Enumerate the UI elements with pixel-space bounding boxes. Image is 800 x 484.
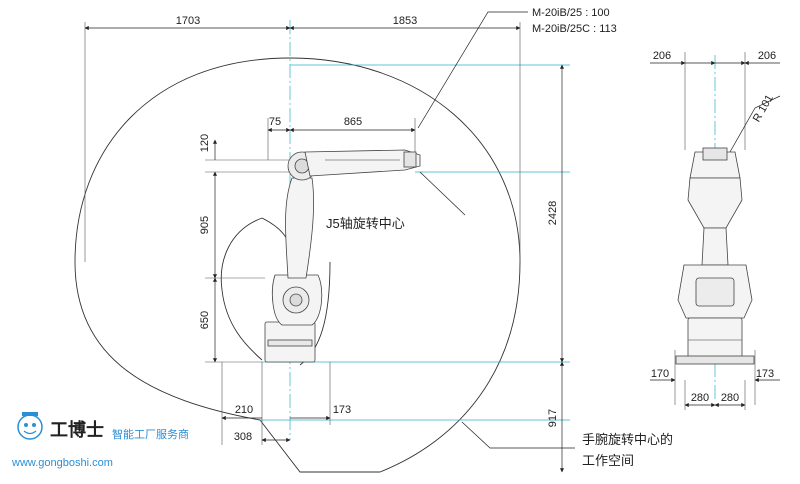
j5-center-label: J5轴旋转中心 (326, 216, 405, 231)
dim-side-right: 206 (758, 50, 776, 62)
dim-top-height: 120 (199, 134, 211, 152)
model-table: M-20iB/25 : 100 M-20iB/25C : 113 (532, 7, 617, 35)
watermark-url: www.gongboshi.com (11, 457, 113, 469)
robot-front-view (675, 147, 755, 365)
dim-top-left: 1703 (176, 15, 200, 27)
mascot-icon (17, 412, 43, 440)
dim-side-base-right: 280 (721, 392, 739, 404)
dim-base-right: 210 (235, 404, 253, 416)
annotations: J5轴旋转中心 手腕旋转中心的 工作空间 (326, 216, 673, 468)
leader-lines (417, 11, 575, 449)
watermark-brand: 工博士 (50, 419, 104, 440)
watermark-subtitle: 智能工厂服务商 (112, 427, 189, 441)
front-dimension-lines (650, 60, 781, 408)
model-line-1: M-20iB/25 : 100 (532, 7, 610, 19)
dim-base-front: 173 (333, 404, 351, 416)
dim-side-bot-left: 170 (651, 368, 669, 380)
dim-top-mid: 1853 (393, 15, 417, 27)
dim-bottom-depth: 917 (547, 409, 559, 427)
watermark: 工博士 智能工厂服务商 www.gongboshi.com (11, 412, 189, 469)
wrist-workspace-label-1: 手腕旋转中心的 (582, 432, 673, 447)
dim-base-height: 650 (199, 311, 211, 329)
robot-side-view (264, 149, 421, 363)
wrist-workspace-label-2: 工作空间 (582, 453, 634, 468)
dimension-lines (84, 25, 565, 473)
dimension-labels: 1703 1853 75 865 120 905 650 2428 917 21… (176, 15, 776, 443)
dim-base-left: 308 (234, 431, 252, 443)
model-line-2: M-20iB/25C : 113 (532, 23, 617, 35)
dim-side-left: 206 (653, 50, 671, 62)
dim-total-height: 2428 (547, 201, 559, 225)
dim-arm-length: 865 (344, 116, 362, 128)
dim-arm-offset: 75 (269, 116, 281, 128)
dim-side-base-left: 280 (691, 392, 709, 404)
dim-side-bot-right: 173 (756, 368, 774, 380)
dim-upper-arm: 905 (199, 216, 211, 234)
